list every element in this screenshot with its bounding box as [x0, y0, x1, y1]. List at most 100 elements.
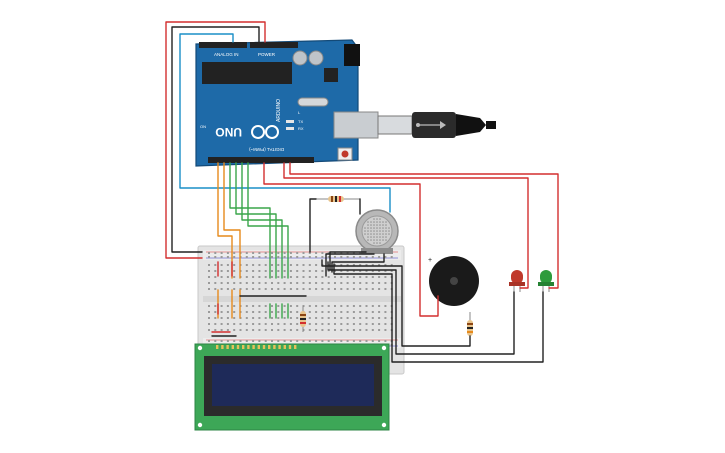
breadboard-hole: [252, 311, 255, 313]
breadboard-hole: [359, 276, 362, 278]
breadboard-hole: [208, 270, 210, 272]
breadboard-hole: [359, 252, 362, 254]
breadboard-hole: [340, 323, 343, 325]
wire-lcd-6[interactable]: [247, 162, 289, 279]
wire-sensor-gnd-3[interactable]: [331, 253, 385, 273]
breadboard-hole: [233, 288, 236, 290]
breadboard-hole: [226, 317, 229, 319]
breadboard-hole: [346, 305, 349, 307]
breadboard-hole: [334, 340, 336, 342]
gas-sensor[interactable]: [355, 209, 399, 254]
breadboard-hole: [315, 264, 318, 266]
breadboard-hole: [321, 270, 324, 272]
breadboard-hole: [208, 256, 210, 258]
mesh-dot: [376, 221, 378, 223]
mesh-dot: [370, 224, 372, 226]
breadboard-hole: [384, 288, 387, 290]
red-led[interactable]: [509, 270, 525, 292]
wire-gnd-red-led[interactable]: [327, 261, 515, 355]
brand-label: ARDUINO: [276, 99, 282, 122]
breadboard-hole: [283, 282, 286, 284]
mesh-dot: [370, 239, 372, 241]
breadboard-hole: [220, 276, 223, 278]
lcd-16x2[interactable]: [194, 343, 390, 431]
power-jack[interactable]: [344, 44, 360, 66]
breadboard-hole: [315, 340, 318, 342]
wire-lcd-5[interactable]: [241, 162, 283, 279]
wire-sensor-gnd-2[interactable]: [325, 253, 375, 277]
breadboard-hole: [390, 256, 393, 258]
breadboard-hole: [252, 252, 255, 254]
mesh-dot: [379, 236, 381, 238]
wire-gnd[interactable]: [171, 26, 260, 253]
breadboard-hole: [264, 305, 267, 307]
mesh-dot: [388, 230, 390, 232]
breadboard-hole: [321, 276, 324, 278]
breadboard-hole: [352, 340, 355, 342]
wire-buzzer-signal[interactable]: [263, 162, 439, 317]
breadboard-hole: [245, 264, 248, 266]
wire-lcd-4[interactable]: [235, 162, 277, 279]
breadboard-hole: [302, 288, 305, 290]
wire-5v[interactable]: [165, 21, 266, 259]
breadboard-hole: [346, 323, 349, 325]
arduino-uno[interactable]: UNO ARDUINO DIGITAL (PWM~) POWER ANALOG …: [195, 39, 379, 167]
piezo-buzzer[interactable]: +: [428, 256, 479, 306]
wire-a0-sensor[interactable]: [179, 33, 391, 213]
breadboard-hole: [258, 329, 261, 331]
breadboard-hole: [334, 323, 336, 325]
resistor-contrast[interactable]: [300, 306, 306, 332]
breadboard-hole: [258, 311, 261, 313]
breadboard-hole: [245, 305, 248, 307]
wire-lcd-2[interactable]: [223, 162, 241, 279]
breadboard-hole: [321, 305, 324, 307]
breadboard-hole: [371, 305, 374, 307]
breadboard-hole: [308, 276, 311, 278]
breadboard-hole: [378, 317, 381, 319]
breadboard-hole: [289, 317, 292, 319]
lcd-pin: [216, 345, 219, 349]
breadboard-hole: [371, 317, 374, 319]
breadboard-hole: [208, 264, 210, 266]
mesh-dot: [376, 224, 378, 226]
breadboard-hole: [283, 276, 286, 278]
breadboard-hole: [226, 329, 229, 331]
green-led[interactable]: [538, 270, 554, 292]
mesh-dot: [373, 224, 375, 226]
lcd-pin: [268, 345, 271, 349]
breadboard-hole: [239, 340, 242, 342]
mesh-dot: [379, 233, 381, 235]
wire-green-led-signal[interactable]: [289, 162, 559, 289]
mesh-dot: [382, 224, 384, 226]
breadboard-hole: [214, 264, 217, 266]
breadboard-hole: [334, 305, 336, 307]
breadboard[interactable]: [197, 245, 405, 375]
wire-lcd-3[interactable]: [229, 162, 271, 279]
breadboard-hole: [226, 311, 229, 313]
wire-sensor-gnd-1[interactable]: [329, 251, 367, 271]
wire-lcd-1[interactable]: [217, 162, 233, 279]
lcd-pin: [283, 345, 286, 349]
wire-sensor-res[interactable]: [309, 198, 317, 253]
usb-port[interactable]: [333, 111, 379, 139]
mesh-dot: [382, 227, 384, 229]
breadboard-hole: [352, 329, 355, 331]
breadboard-hole: [220, 329, 223, 331]
breadboard-hole: [340, 256, 343, 258]
breadboard-hole: [283, 288, 286, 290]
breadboard-hole: [321, 282, 324, 284]
resistor-sensor[interactable]: [316, 196, 360, 202]
usb-cable[interactable]: [377, 112, 496, 138]
breadboard-hole: [359, 256, 362, 258]
breadboard-hole: [346, 264, 349, 266]
wire-red-led-signal[interactable]: [283, 162, 529, 289]
breadboard-hole: [384, 340, 387, 342]
sensor-mesh: [364, 218, 390, 244]
wire-gnd-buzzer[interactable]: [321, 259, 471, 347]
breadboard-hole: [252, 340, 255, 342]
wire-gnd-green-led[interactable]: [333, 263, 544, 363]
breadboard-hole: [289, 329, 292, 331]
mesh-dot: [388, 227, 390, 229]
capacitor-2: [308, 50, 324, 66]
breadboard-hole: [359, 282, 362, 284]
